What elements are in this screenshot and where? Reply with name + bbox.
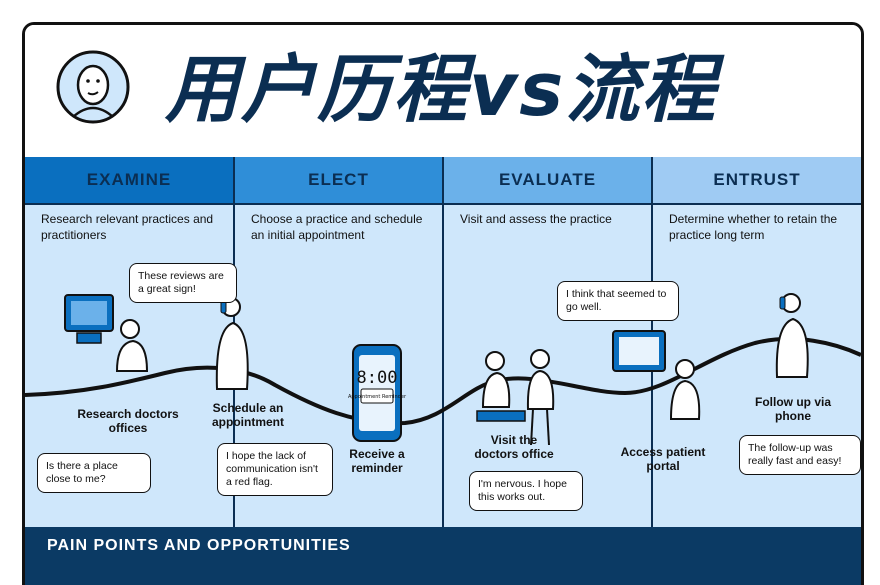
footer-title: PAIN POINTS AND OPPORTUNITIES bbox=[47, 537, 351, 554]
quote-bubble: I think that seemed to go well. bbox=[557, 281, 679, 321]
journey-map-frame: 用户历程vs流程 EXAMINE Research relevant pract… bbox=[22, 22, 864, 585]
phase-title: ELECT bbox=[235, 157, 442, 205]
step-label: Receive a reminder bbox=[349, 447, 405, 475]
quote-bubble: Is there a place close to me? bbox=[37, 453, 151, 493]
phase-title: EXAMINE bbox=[25, 157, 233, 205]
quote-bubble: The follow-up was really fast and easy! bbox=[739, 435, 861, 475]
phase-description: Determine whether to retain the practice… bbox=[669, 212, 838, 242]
phase-description: Visit and assess the practice bbox=[460, 212, 612, 226]
quote-bubble: I hope the lack of communication isn't a… bbox=[217, 443, 333, 496]
footer-bar: PAIN POINTS AND OPPORTUNITIES bbox=[25, 527, 861, 585]
step-label: Follow up via phone bbox=[755, 395, 832, 423]
step-label: Research doctors offices bbox=[77, 407, 179, 435]
step-label: Access patient portal bbox=[620, 445, 706, 473]
step-label: Visit the doctors office bbox=[474, 433, 554, 461]
quote-bubble: These reviews are a great sign! bbox=[129, 263, 237, 303]
phase-title: ENTRUST bbox=[653, 157, 861, 205]
phase-title: EVALUATE bbox=[444, 157, 651, 205]
user-avatar-icon bbox=[56, 50, 130, 124]
phase-description: Research relevant practices and practiti… bbox=[41, 212, 214, 242]
page-title: 用户历程vs流程 bbox=[165, 47, 718, 133]
quote-bubble: I'm nervous. I hope this works out. bbox=[469, 471, 583, 511]
step-label: Schedule an appointment bbox=[212, 401, 284, 429]
phase-description: Choose a practice and schedule an initia… bbox=[251, 212, 423, 242]
header: 用户历程vs流程 bbox=[25, 25, 861, 160]
